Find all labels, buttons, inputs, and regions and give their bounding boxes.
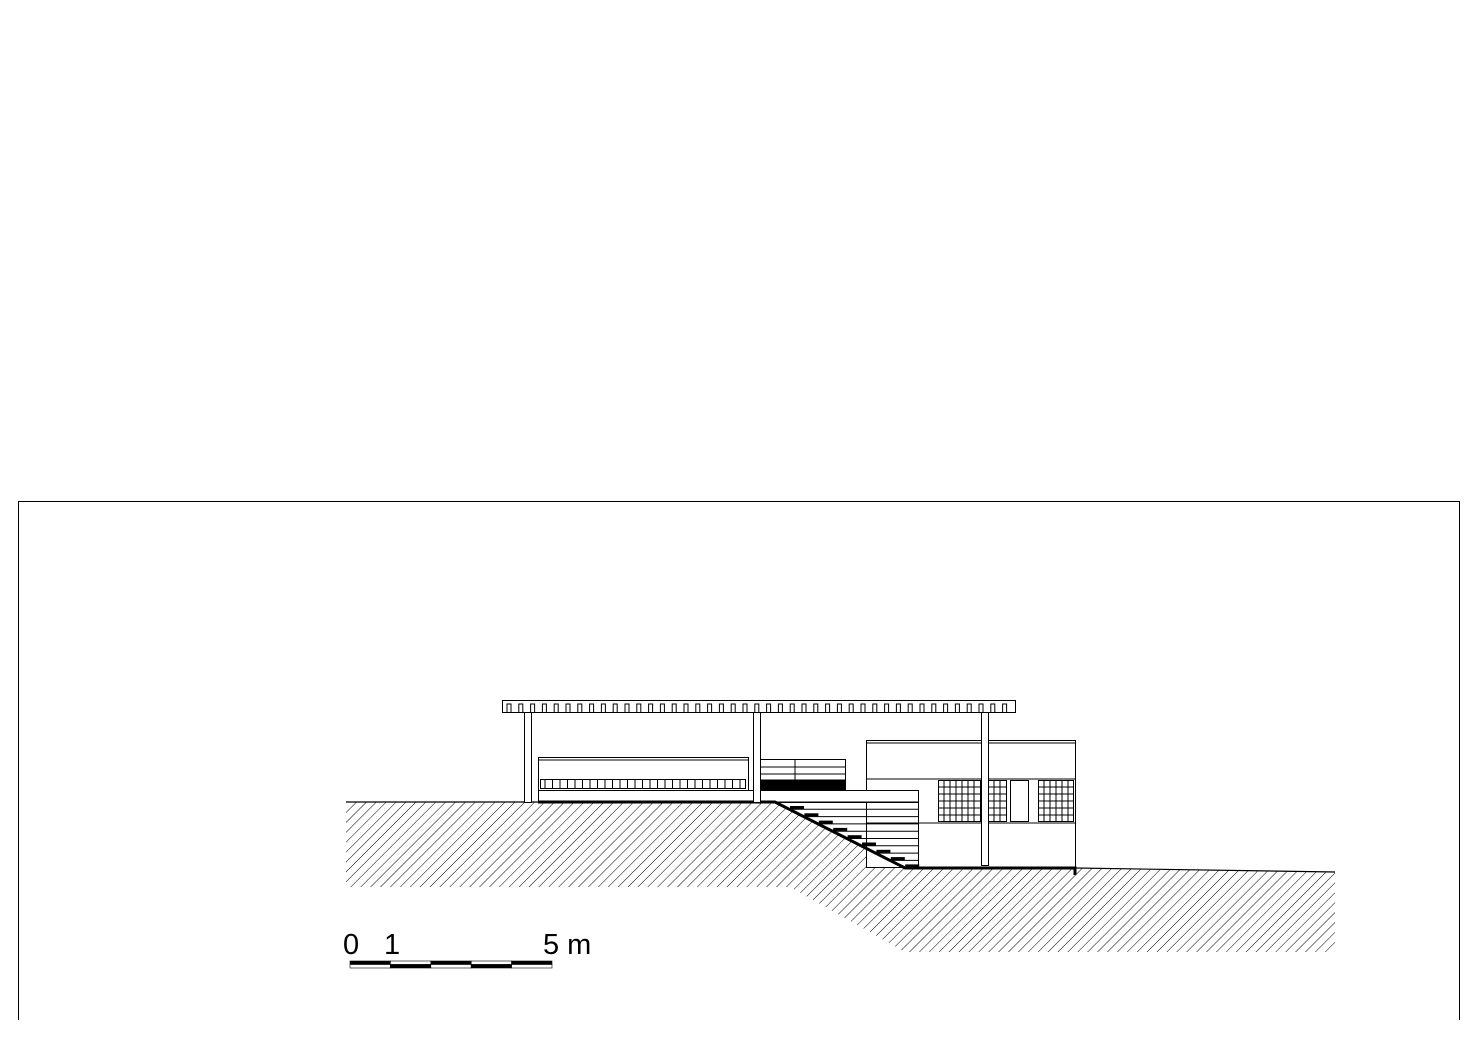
slat bbox=[612, 703, 618, 712]
slat bbox=[659, 703, 665, 712]
slat bbox=[648, 703, 654, 712]
slat bbox=[907, 703, 913, 712]
slat bbox=[919, 703, 925, 712]
slat bbox=[836, 703, 842, 712]
slat bbox=[860, 703, 866, 712]
slat bbox=[553, 703, 559, 712]
slat bbox=[695, 703, 701, 712]
slat bbox=[801, 703, 807, 712]
scale-bar: 0 1 5 m bbox=[343, 929, 591, 969]
slat bbox=[718, 703, 724, 712]
ground-hatch bbox=[346, 802, 1335, 952]
scale-segment bbox=[470, 964, 512, 969]
scale-segment bbox=[511, 960, 553, 965]
slat bbox=[954, 703, 960, 712]
scale-segment bbox=[390, 964, 432, 969]
pergola-slats bbox=[506, 703, 1008, 712]
slat bbox=[541, 703, 547, 712]
scale-label-5m: 5 m bbox=[543, 929, 591, 961]
slat bbox=[813, 703, 819, 712]
slat bbox=[671, 703, 677, 712]
scale-label-1: 1 bbox=[384, 929, 400, 961]
slat bbox=[895, 703, 901, 712]
slat bbox=[789, 703, 795, 712]
slat bbox=[624, 703, 630, 712]
scale-segment bbox=[430, 960, 472, 965]
slat bbox=[742, 703, 748, 712]
column bbox=[981, 712, 989, 866]
slat bbox=[872, 703, 878, 712]
slat bbox=[777, 703, 783, 712]
scale-segment bbox=[470, 960, 512, 965]
left-pavilion-windows bbox=[544, 780, 741, 788]
slat bbox=[848, 703, 854, 712]
slat bbox=[754, 703, 760, 712]
door bbox=[1010, 780, 1029, 822]
slat bbox=[530, 703, 536, 712]
slat bbox=[1002, 703, 1008, 712]
slat bbox=[577, 703, 583, 712]
slat bbox=[766, 703, 772, 712]
scale-segment bbox=[349, 964, 391, 969]
slat bbox=[600, 703, 606, 712]
column bbox=[753, 712, 761, 803]
scale-label-0: 0 bbox=[343, 929, 359, 961]
building bbox=[502, 700, 1077, 875]
slat bbox=[943, 703, 949, 712]
slat bbox=[506, 703, 512, 712]
slat bbox=[636, 703, 642, 712]
house-windows bbox=[938, 780, 1074, 822]
slat bbox=[990, 703, 996, 712]
slat bbox=[518, 703, 524, 712]
slat bbox=[966, 703, 972, 712]
scale-segment bbox=[390, 960, 432, 965]
slat bbox=[730, 703, 736, 712]
slat bbox=[707, 703, 713, 712]
stairs bbox=[775, 790, 920, 868]
slat bbox=[825, 703, 831, 712]
slat bbox=[683, 703, 689, 712]
scale-segment bbox=[511, 964, 553, 969]
scale-segment bbox=[349, 960, 391, 965]
slat bbox=[884, 703, 890, 712]
slat bbox=[978, 703, 984, 712]
column bbox=[524, 712, 532, 803]
slat bbox=[589, 703, 595, 712]
sheet-frame bbox=[18, 501, 1460, 1020]
slat bbox=[565, 703, 571, 712]
slat bbox=[931, 703, 937, 712]
scale-segment bbox=[430, 964, 472, 969]
